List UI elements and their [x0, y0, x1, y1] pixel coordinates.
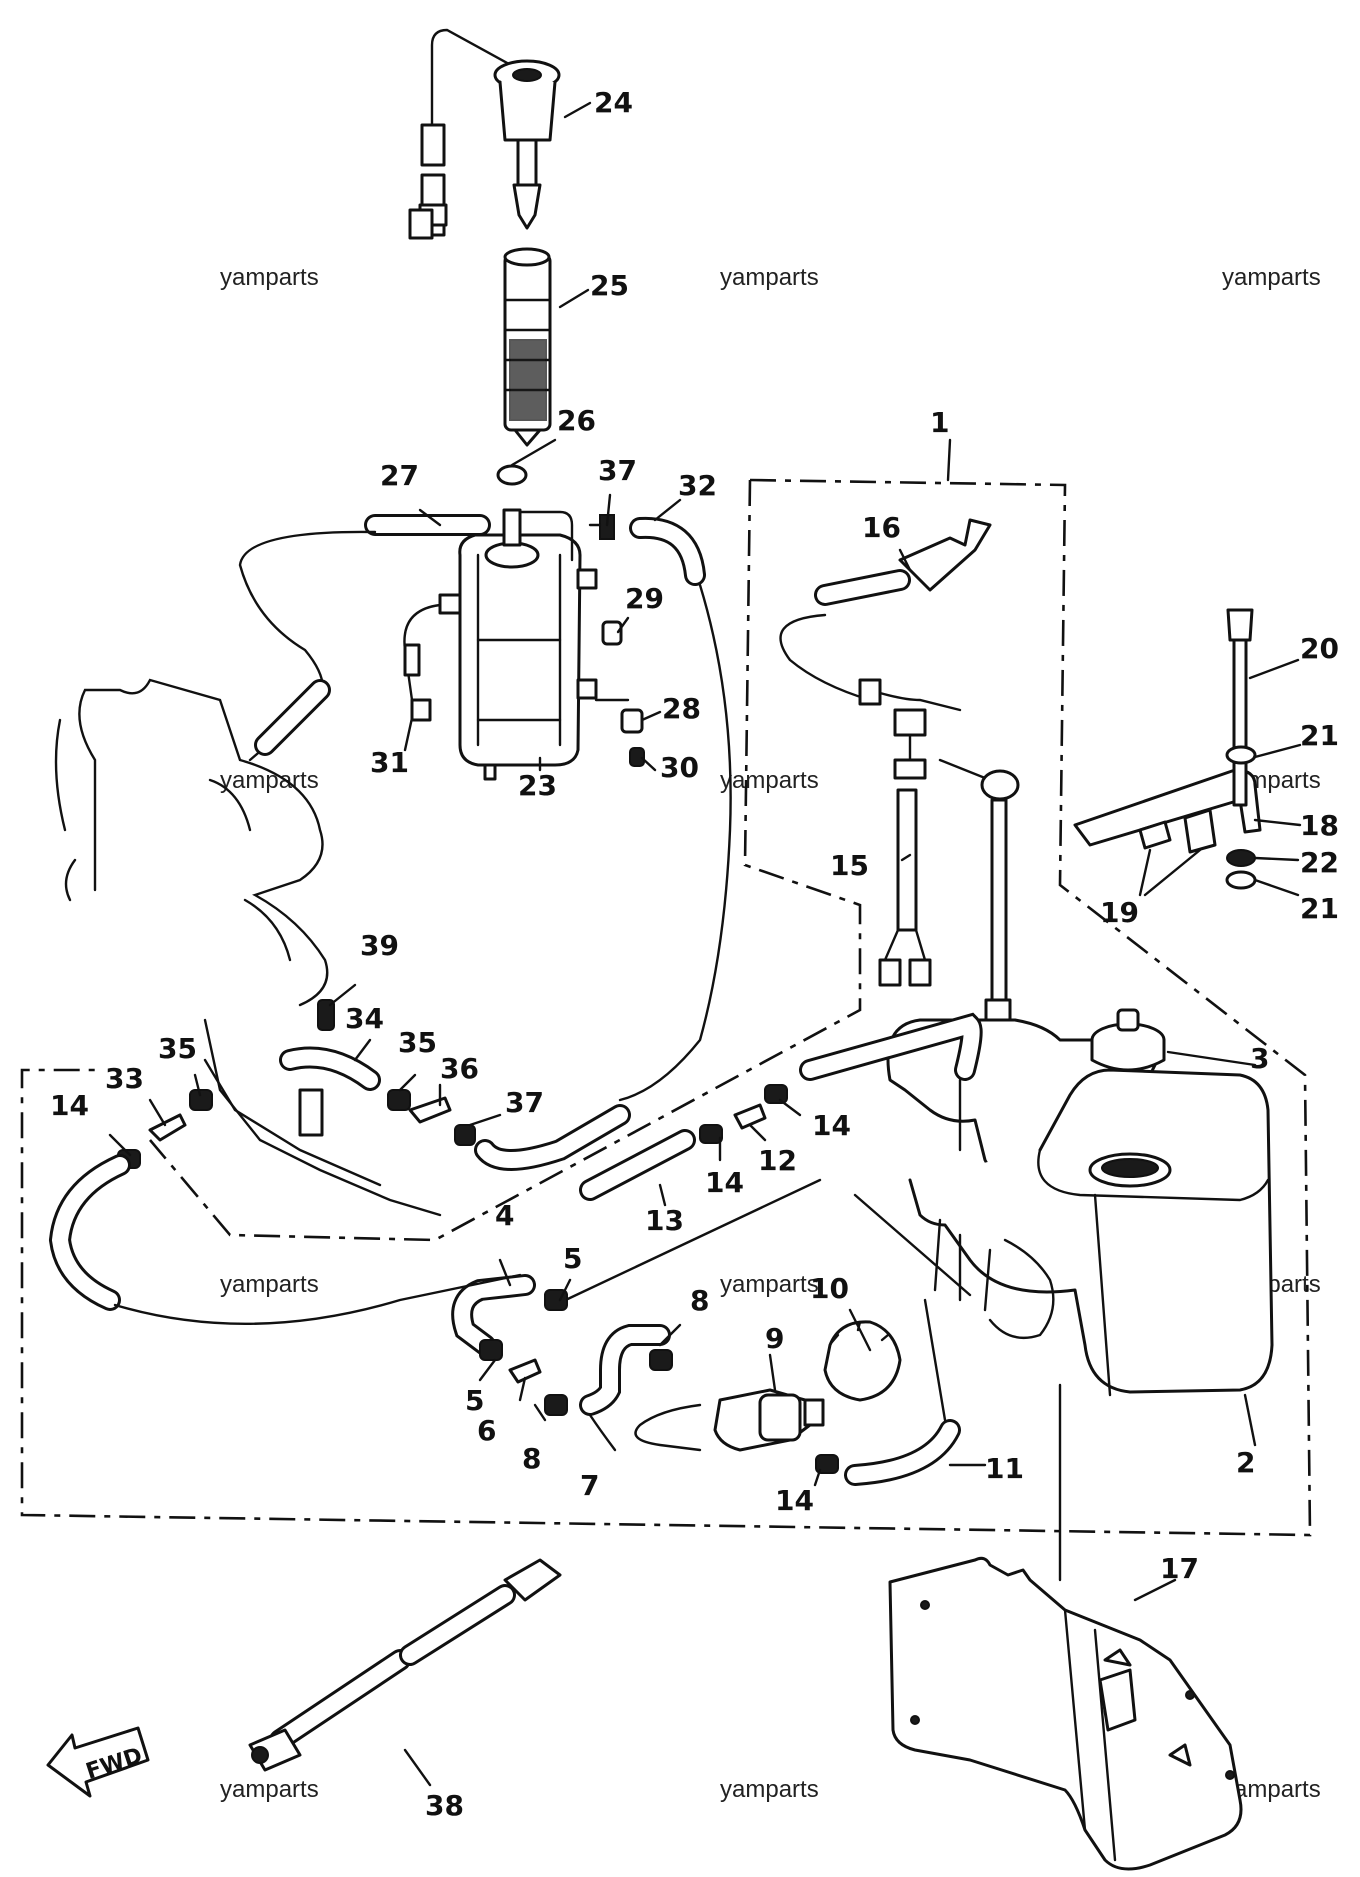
- part-7-hose: [579, 1324, 671, 1452]
- callout-27: 27: [380, 459, 419, 492]
- callout-14: 14: [812, 1109, 851, 1142]
- callout-21: 21: [1300, 892, 1339, 925]
- callout-32: 32: [678, 469, 717, 502]
- callout-26: 26: [557, 404, 596, 437]
- watermark-text: yamparts: [720, 264, 819, 291]
- callout-8: 8: [522, 1442, 541, 1475]
- callout-11: 11: [985, 1452, 1024, 1485]
- part-17-bracket: [888, 1383, 1243, 1871]
- part-5-clamps: [479, 1289, 568, 1361]
- callout-35: 35: [398, 1026, 437, 1059]
- part-24-level-gauge: [408, 28, 561, 240]
- part-25-strainer: [503, 247, 552, 447]
- part-12-fitting: [733, 1103, 767, 1130]
- callout-20: 20: [1300, 632, 1339, 665]
- callout-22: 22: [1300, 846, 1339, 879]
- part-29-fitting: [601, 620, 623, 646]
- watermark-text: yamparts: [720, 1271, 819, 1298]
- callout-12: 12: [758, 1144, 797, 1177]
- callout-3: 3: [1250, 1042, 1269, 1075]
- callout-30: 30: [660, 751, 699, 784]
- callout-5: 5: [563, 1242, 582, 1275]
- callout-23: 23: [518, 769, 557, 802]
- assembly-outlines: [20, 478, 1312, 1537]
- callout-4: 4: [495, 1199, 514, 1232]
- callout-25: 25: [590, 269, 629, 302]
- part-21-nut: [1225, 745, 1257, 890]
- part-27-hose: [238, 514, 491, 762]
- callout-39: 39: [360, 929, 399, 962]
- callout-14: 14: [50, 1089, 89, 1122]
- callout-21: 21: [1300, 719, 1339, 752]
- part-38-drain-hose: [248, 1558, 562, 1772]
- callout-2: 2: [1236, 1446, 1255, 1479]
- part-37-clip-lower: [454, 1104, 631, 1171]
- callout-37: 37: [505, 1086, 544, 1119]
- callout-13: 13: [645, 1204, 684, 1237]
- watermark-text: yamparts: [220, 264, 319, 291]
- part-22-washer: [1226, 849, 1256, 867]
- callout-6: 6: [477, 1414, 496, 1447]
- watermark-text: yamparts: [720, 767, 819, 794]
- callout-36: 36: [440, 1052, 479, 1085]
- callout-17: 17: [1160, 1552, 1199, 1585]
- callout-31: 31: [370, 746, 409, 779]
- part-36-fitting: [408, 1096, 452, 1124]
- leader-lines: [108, 101, 1302, 1787]
- part-19-cushion: [1138, 808, 1217, 854]
- part-39-clamp: [317, 999, 335, 1031]
- part-8-clamps: [544, 1349, 673, 1416]
- callout-14: 14: [775, 1484, 814, 1517]
- watermark-text: yamparts: [220, 1271, 319, 1298]
- part-6-fitting: [508, 1358, 542, 1384]
- callout-numbers: 24 25 26 27 37 32 29 28 30 31 23 1 16 15…: [50, 86, 1339, 1822]
- part-23-sub-tank: [438, 508, 598, 781]
- callout-35: 35: [158, 1032, 197, 1065]
- callout-7: 7: [580, 1469, 599, 1502]
- callout-38: 38: [425, 1789, 464, 1822]
- callout-9: 9: [765, 1322, 784, 1355]
- part-26-washer: [496, 464, 528, 486]
- part-31-sensor: [403, 603, 442, 722]
- callout-28: 28: [662, 692, 701, 725]
- part-13-hose: [553, 1129, 972, 1307]
- part-28-fitting: [594, 698, 644, 734]
- part-33-fitting: [148, 1113, 187, 1142]
- watermark-text: yamparts: [220, 1776, 319, 1803]
- part-9-oil-pump: [634, 1388, 825, 1452]
- part-37-clip: [588, 514, 615, 540]
- callout-5: 5: [465, 1384, 484, 1417]
- callout-24: 24: [594, 86, 633, 119]
- part-34-hose: [279, 1046, 381, 1091]
- callout-33: 33: [105, 1062, 144, 1095]
- part-30-bolt: [629, 747, 645, 767]
- engine-block: [54, 678, 442, 1217]
- callout-14: 14: [705, 1166, 744, 1199]
- callout-19: 19: [1100, 896, 1139, 929]
- callout-34: 34: [345, 1002, 384, 1035]
- fwd-arrow-icon: FWD: [46, 1726, 150, 1798]
- part-11-hose: [844, 1298, 961, 1486]
- part-2-main-tank: [886, 1018, 1274, 1397]
- part-tank-hose: [799, 1012, 983, 1152]
- part-16-lead: [779, 518, 992, 712]
- callout-10: 10: [810, 1272, 849, 1305]
- part-4-hose: [451, 1274, 536, 1356]
- watermark-text: yamparts: [1222, 264, 1321, 291]
- callout-37: 37: [598, 454, 637, 487]
- callout-1: 1: [930, 406, 949, 439]
- watermark-text: yamparts: [720, 1776, 819, 1803]
- part-return-hose: [48, 1154, 522, 1325]
- callout-29: 29: [625, 582, 664, 615]
- callout-8: 8: [690, 1284, 709, 1317]
- engine-bracket: [298, 1088, 324, 1137]
- callout-16: 16: [862, 511, 901, 544]
- part-32-hose: [618, 516, 732, 1102]
- part-3-filler-cap: [1090, 1008, 1166, 1072]
- callout-18: 18: [1300, 809, 1339, 842]
- callout-15: 15: [830, 849, 869, 882]
